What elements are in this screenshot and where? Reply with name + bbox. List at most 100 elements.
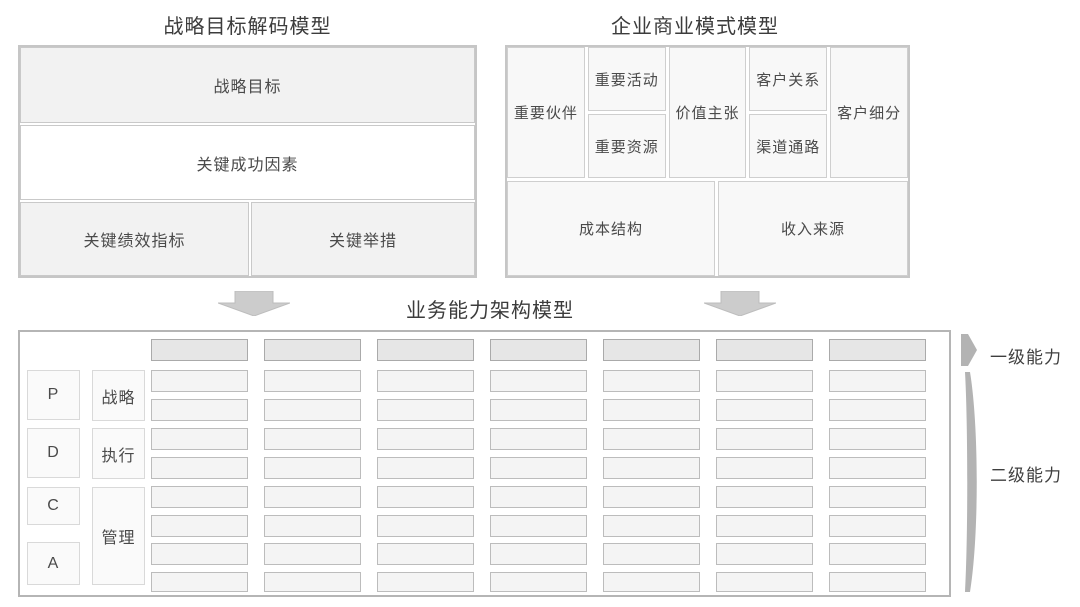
- level2-capability-box: [264, 399, 361, 421]
- level2-capability-box: [490, 486, 587, 508]
- key-initiatives-box: 关键举措: [251, 202, 475, 276]
- level2-capability-box: [490, 457, 587, 479]
- level2-capability-box: [264, 515, 361, 537]
- capability-model-diagram: P D C A 战略 执行 管理: [18, 330, 951, 597]
- level2-capability-box: [716, 399, 813, 421]
- channels-box: 渠道通路: [749, 114, 828, 178]
- level2-capability-box: [264, 543, 361, 565]
- level2-capability-box: [490, 428, 587, 450]
- down-arrow-icon: [704, 291, 776, 316]
- level2-capability-box: [716, 572, 813, 592]
- level2-capability-box: [829, 370, 926, 392]
- pdca-box-a: A: [27, 542, 80, 585]
- level2-capability-box: [603, 515, 700, 537]
- level2-capability-box: [151, 370, 248, 392]
- level2-capability-box: [603, 543, 700, 565]
- level2-capability-box: [716, 543, 813, 565]
- level2-capability-box: [716, 515, 813, 537]
- level1-capability-box: [377, 339, 474, 361]
- level2-capability-box: [829, 515, 926, 537]
- level2-capability-box: [829, 572, 926, 592]
- level1-capability-box: [603, 339, 700, 361]
- level2-capability-box: [490, 399, 587, 421]
- category-box-strategy: 战略: [92, 370, 145, 421]
- level2-capability-box: [151, 543, 248, 565]
- pdca-box-c: C: [27, 487, 80, 525]
- bmc-bottom-section: 成本结构 收入来源: [507, 181, 908, 276]
- level2-capability-box: [490, 370, 587, 392]
- level2-capability-box: [829, 457, 926, 479]
- business-model-diagram: 重要伙伴 重要活动 重要资源 价值主张 客户关系 渠道通路 客户细分 成本结构 …: [505, 45, 910, 278]
- level1-capability-box: [151, 339, 248, 361]
- customer-segments-box: 客户细分: [830, 47, 908, 178]
- level2-capability-box: [377, 370, 474, 392]
- level1-capability-box: [264, 339, 361, 361]
- level2-capability-box: [264, 428, 361, 450]
- level2-capability-box: [829, 486, 926, 508]
- strategic-goal-box: 战略目标: [20, 47, 475, 123]
- level2-capability-box: [829, 399, 926, 421]
- level2-brace-icon: [965, 372, 977, 592]
- bmc-activities-resources-stack: 重要活动 重要资源: [587, 47, 666, 178]
- level2-capability-box: [264, 486, 361, 508]
- strategy-model-title: 战略目标解码模型: [163, 16, 332, 38]
- level2-capability-box: [377, 457, 474, 479]
- level2-capability-box: [603, 572, 700, 592]
- key-partners-box: 重要伙伴: [507, 47, 585, 178]
- level2-capability-box: [490, 515, 587, 537]
- level2-capability-box: [377, 486, 474, 508]
- revenue-streams-box: 收入来源: [718, 181, 908, 276]
- category-box-execution: 执行: [92, 428, 145, 479]
- level2-capability-box: [829, 543, 926, 565]
- down-arrow-icon: [218, 291, 290, 316]
- key-activities-box: 重要活动: [587, 47, 666, 111]
- level2-capability-box: [264, 572, 361, 592]
- level2-capability-box: [264, 457, 361, 479]
- level2-capability-box: [377, 399, 474, 421]
- level2-capability-box: [151, 515, 248, 537]
- level1-pointer-icon: [961, 334, 977, 366]
- level2-capability-box: [151, 572, 248, 592]
- level2-capability-box: [716, 486, 813, 508]
- level2-capability-box: [151, 399, 248, 421]
- level2-capability-box: [151, 486, 248, 508]
- level2-capability-box: [716, 457, 813, 479]
- level2-capability-box: [603, 428, 700, 450]
- cost-structure-box: 成本结构: [507, 181, 715, 276]
- business-model-title: 企业商业模式模型: [611, 16, 779, 38]
- level1-capability-label: 一级能力: [990, 348, 1062, 367]
- strategy-model-diagram: 战略目标 关键成功因素 关键绩效指标 关键举措: [18, 45, 477, 278]
- capability-model-title: 业务能力架构模型: [406, 300, 574, 322]
- level1-capability-box: [490, 339, 587, 361]
- level2-capability-box: [264, 370, 361, 392]
- level2-capability-box: [603, 486, 700, 508]
- bmc-relationships-channels-stack: 客户关系 渠道通路: [749, 47, 828, 178]
- level2-capability-box: [716, 428, 813, 450]
- level1-capability-box: [716, 339, 813, 361]
- level2-capability-label: 二级能力: [990, 466, 1062, 485]
- level2-capability-box: [603, 399, 700, 421]
- level2-capability-box: [716, 370, 813, 392]
- customer-relationships-box: 客户关系: [749, 47, 828, 111]
- level2-capability-box: [151, 428, 248, 450]
- level2-capability-box: [603, 457, 700, 479]
- category-box-management: 管理: [92, 487, 145, 585]
- key-resources-box: 重要资源: [587, 114, 666, 178]
- level2-capability-box: [490, 543, 587, 565]
- level2-capability-box: [377, 515, 474, 537]
- level2-capability-box: [490, 572, 587, 592]
- level2-capability-box: [829, 428, 926, 450]
- level1-capability-box: [829, 339, 926, 361]
- strategy-bottom-row: 关键绩效指标 关键举措: [20, 202, 475, 276]
- level2-capability-box: [377, 543, 474, 565]
- pdca-box-p: P: [27, 370, 80, 420]
- bmc-top-section: 重要伙伴 重要活动 重要资源 价值主张 客户关系 渠道通路 客户细分: [507, 47, 908, 178]
- level2-capability-box: [603, 370, 700, 392]
- kpi-box: 关键绩效指标: [20, 202, 249, 276]
- level2-capability-box: [377, 572, 474, 592]
- level2-capability-box: [377, 428, 474, 450]
- value-proposition-box: 价值主张: [668, 47, 747, 178]
- level2-capability-box: [151, 457, 248, 479]
- pdca-box-d: D: [27, 428, 80, 478]
